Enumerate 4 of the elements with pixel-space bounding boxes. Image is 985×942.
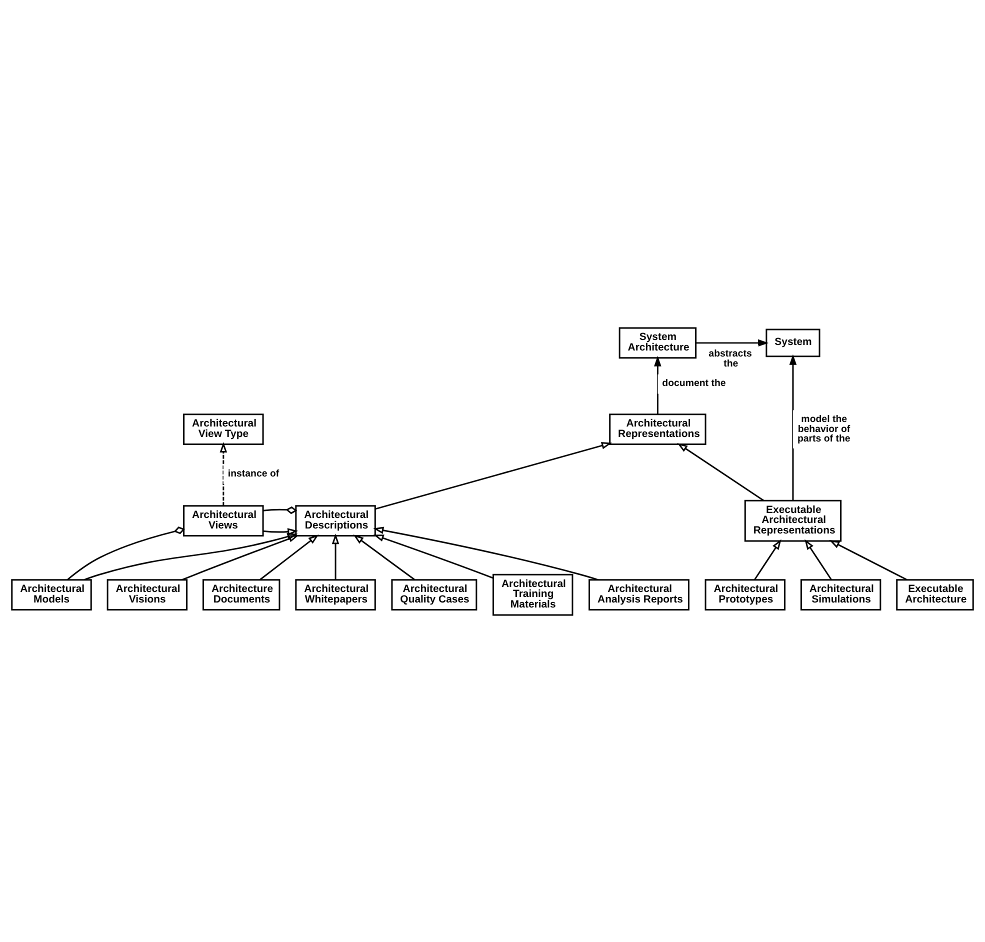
- edge-label: abstracts the: [708, 348, 752, 369]
- edge-label: model the behavior of parts of the: [797, 414, 850, 444]
- edge-label: instance of: [228, 468, 280, 479]
- edge-label: document the: [662, 377, 726, 388]
